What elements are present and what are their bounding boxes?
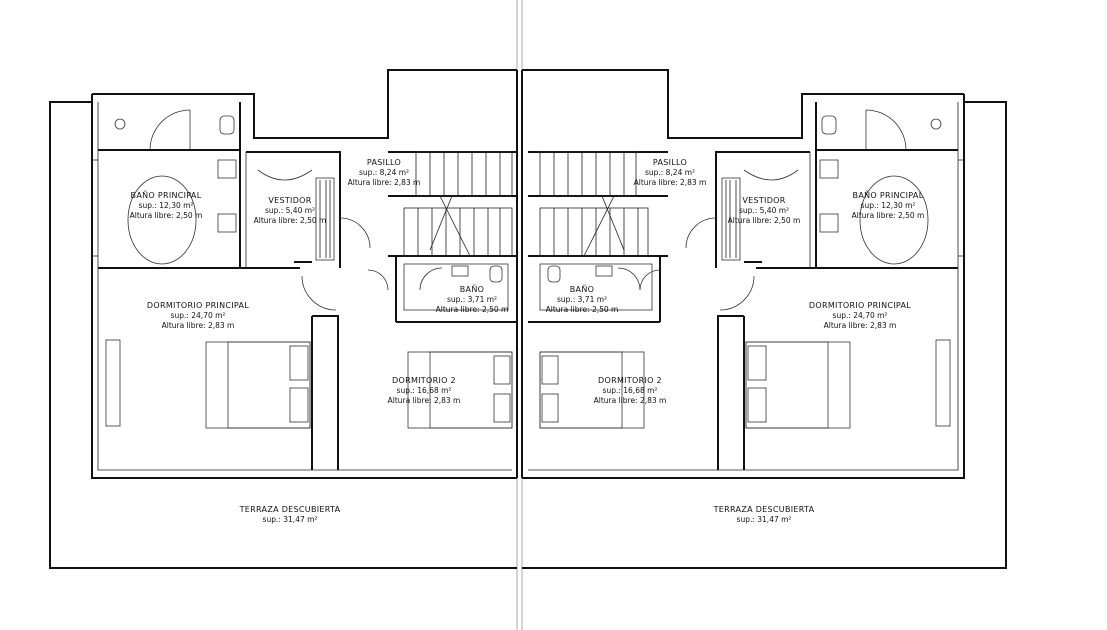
bed-2-left <box>407 351 513 429</box>
room-height: Altura libre: 2,83 m <box>348 178 421 187</box>
room-height: Altura libre: 2,83 m <box>388 396 461 405</box>
room-label-vestidor-right: VESTIDOR sup.: 5,40 m² Altura libre: 2,5… <box>728 196 801 225</box>
room-label-bano-principal-right: BAÑO PRINCIPAL sup.: 12,30 m² Altura lib… <box>852 190 925 220</box>
room-height: Altura libre: 2,83 m <box>634 178 707 187</box>
room-name: PASILLO <box>653 158 687 167</box>
room-label-pasillo-right: PASILLO sup.: 8,24 m² Altura libre: 2,83… <box>634 158 707 187</box>
room-height: Altura libre: 2,83 m <box>594 396 667 405</box>
bed-master-right <box>745 341 851 429</box>
unit-right <box>521 69 1007 569</box>
room-name: BAÑO PRINCIPAL <box>131 190 202 200</box>
wardrobe-left <box>257 169 335 263</box>
room-area: sup.: 8,24 m² <box>359 168 409 177</box>
room-name: DORMITORIO 2 <box>392 376 456 385</box>
room-height: Altura libre: 2,50 m <box>852 211 925 220</box>
bathroom-fixtures-right <box>539 109 942 311</box>
room-area: sup.: 12,30 m² <box>139 201 194 210</box>
room-name: TERRAZA DESCUBIERTA <box>239 505 341 514</box>
room-label-vestidor-left: VESTIDOR sup.: 5,40 m² Altura libre: 2,5… <box>254 196 327 225</box>
room-height: Altura libre: 2,50 m <box>546 305 619 314</box>
room-area: sup.: 12,30 m² <box>861 201 916 210</box>
room-area: sup.: 3,71 m² <box>557 295 607 304</box>
room-label-dormitorio-principal-right: DORMITORIO PRINCIPAL sup.: 24,70 m² Altu… <box>809 301 911 330</box>
room-name: BAÑO <box>570 284 594 294</box>
room-label-bano-principal-left: BAÑO PRINCIPAL sup.: 12,30 m² Altura lib… <box>130 190 203 220</box>
room-label-terraza-right: TERRAZA DESCUBIERTA sup.: 31,47 m² <box>713 505 815 524</box>
room-label-terraza-left: TERRAZA DESCUBIERTA sup.: 31,47 m² <box>239 505 341 524</box>
room-label-bano-right: BAÑO sup.: 3,71 m² Altura libre: 2,50 m <box>546 284 619 314</box>
room-name: VESTIDOR <box>268 196 311 205</box>
unit-left <box>49 69 518 569</box>
room-area: sup.: 5,40 m² <box>265 206 315 215</box>
room-area: sup.: 16,68 m² <box>397 386 452 395</box>
room-name: BAÑO <box>460 284 484 294</box>
room-area: sup.: 24,70 m² <box>833 311 888 320</box>
room-label-pasillo-left: PASILLO sup.: 8,24 m² Altura libre: 2,83… <box>348 158 421 187</box>
room-label-bano-left: BAÑO sup.: 3,71 m² Altura libre: 2,50 m <box>436 284 509 314</box>
room-height: Altura libre: 2,50 m <box>728 216 801 225</box>
room-height: Altura libre: 2,50 m <box>254 216 327 225</box>
room-label-dormitorio-2-left: DORMITORIO 2 sup.: 16,68 m² Altura libre… <box>388 376 461 405</box>
bed-master-left <box>205 341 311 429</box>
bed-2-right <box>539 351 645 429</box>
room-name: BAÑO PRINCIPAL <box>853 190 924 200</box>
room-name: DORMITORIO 2 <box>598 376 662 385</box>
wardrobe-right <box>721 169 799 263</box>
room-area: sup.: 31,47 m² <box>263 515 318 524</box>
room-height: Altura libre: 2,50 m <box>130 211 203 220</box>
room-height: Altura libre: 2,50 m <box>436 305 509 314</box>
staircase-left <box>403 151 513 257</box>
staircase-right <box>539 151 649 257</box>
room-area: sup.: 16,68 m² <box>603 386 658 395</box>
room-height: Altura libre: 2,83 m <box>824 321 897 330</box>
room-name: DORMITORIO PRINCIPAL <box>147 301 249 310</box>
bathroom-fixtures-left <box>114 109 509 311</box>
room-area: sup.: 8,24 m² <box>645 168 695 177</box>
room-height: Altura libre: 2,83 m <box>162 321 235 330</box>
room-label-dormitorio-2-right: DORMITORIO 2 sup.: 16,68 m² Altura libre… <box>594 376 667 405</box>
room-name: VESTIDOR <box>742 196 785 205</box>
room-area: sup.: 24,70 m² <box>171 311 226 320</box>
room-name: DORMITORIO PRINCIPAL <box>809 301 911 310</box>
room-area: sup.: 3,71 m² <box>447 295 497 304</box>
room-name: TERRAZA DESCUBIERTA <box>713 505 815 514</box>
room-label-dormitorio-principal-left: DORMITORIO PRINCIPAL sup.: 24,70 m² Altu… <box>147 301 249 330</box>
room-area: sup.: 5,40 m² <box>739 206 789 215</box>
room-area: sup.: 31,47 m² <box>737 515 792 524</box>
room-name: PASILLO <box>367 158 401 167</box>
